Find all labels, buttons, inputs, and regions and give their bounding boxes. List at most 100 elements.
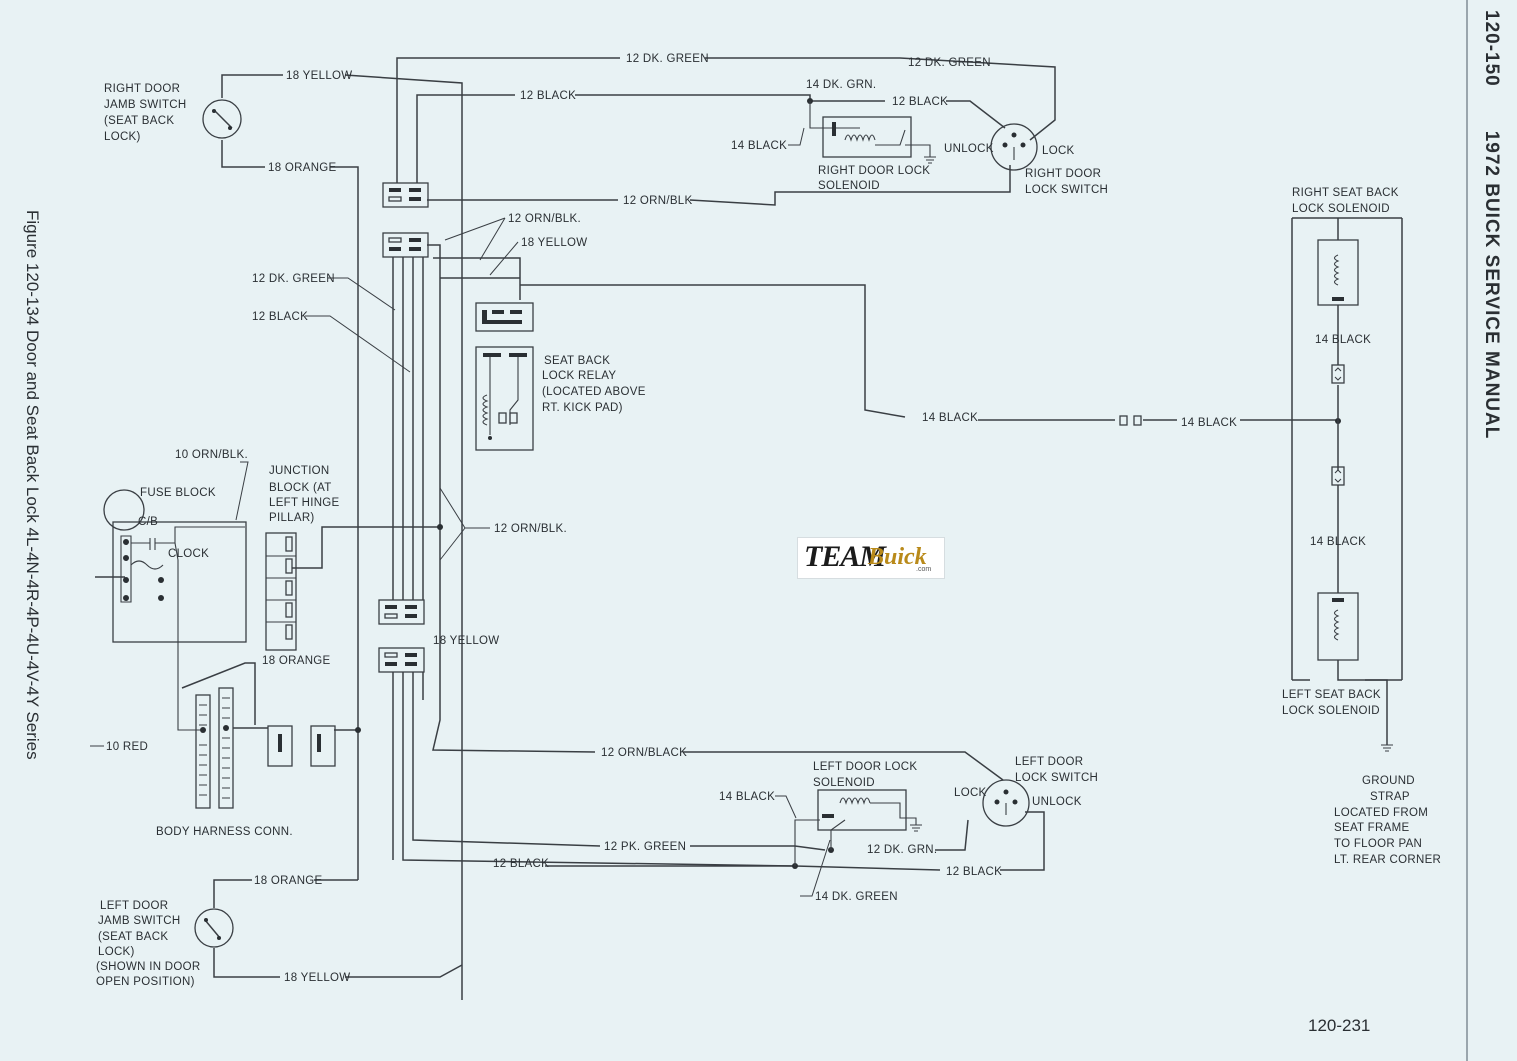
svg-text:12 DK. GRN.: 12 DK. GRN.: [867, 844, 937, 856]
body-harness-conn: BODY HARNESS CONN. 18 ORANGE 10 RED: [90, 655, 361, 838]
wire-bottom-labels: 12 ORN/BLACK 12 PK. GREEN 12 BLACK 12 DK…: [493, 747, 1045, 878]
seat-back-lock-relay: SEAT BACK LOCK RELAY (LOCATED ABOVE RT. …: [475, 346, 646, 451]
svg-text:LOCATED FROM: LOCATED FROM: [1334, 807, 1428, 819]
svg-text:12 ORN/BLK.: 12 ORN/BLK.: [508, 213, 581, 225]
svg-text:12 DK. GREEN: 12 DK. GREEN: [908, 57, 991, 69]
svg-text:LEFT SEAT BACK: LEFT SEAT BACK: [1282, 689, 1381, 701]
svg-text:14 BLACK: 14 BLACK: [1310, 536, 1366, 548]
svg-text:LOCK): LOCK): [98, 946, 135, 958]
svg-text:12 ORN/BLK: 12 ORN/BLK: [623, 195, 693, 207]
svg-text:(SEAT BACK: (SEAT BACK: [98, 931, 168, 943]
svg-text:CLOCK: CLOCK: [168, 548, 209, 560]
svg-text:12 DK. GREEN: 12 DK. GREEN: [626, 53, 709, 65]
label-orn-blk-mid: 12 ORN/BLK.: [439, 487, 567, 561]
label-yellow-upper: 18 YELLOW: [489, 237, 587, 276]
svg-text:10 ORN/BLK.: 10 ORN/BLK.: [175, 449, 248, 461]
svg-text:RT. KICK PAD): RT. KICK PAD): [542, 402, 623, 414]
logo-suffix: .com: [916, 566, 932, 573]
svg-text:10 RED: 10 RED: [106, 741, 148, 753]
connector-top-2: [382, 232, 429, 258]
svg-text:LOCK): LOCK): [104, 131, 141, 143]
connector-top-1: [382, 182, 429, 208]
connector-bottom: [378, 647, 425, 673]
wire-top-dk-green: 12 DK. GREEN 12 DK. GREEN: [396, 53, 1056, 183]
svg-text:RIGHT DOOR: RIGHT DOOR: [1025, 168, 1101, 180]
svg-text:JUNCTION: JUNCTION: [269, 465, 330, 477]
svg-text:SOLENOID: SOLENOID: [813, 777, 875, 789]
seat-back-connector-2: 14 BLACK: [1310, 466, 1366, 548]
svg-text:14 BLACK: 14 BLACK: [1315, 334, 1371, 346]
label-yellow-lower: 18 YELLOW: [433, 635, 499, 647]
svg-text:LOCK RELAY: LOCK RELAY: [542, 370, 616, 382]
right-door-lock-switch: UNLOCK LOCK RIGHT DOOR LOCK SWITCH: [944, 123, 1108, 196]
svg-text:RIGHT DOOR: RIGHT DOOR: [104, 83, 180, 95]
svg-text:C/B: C/B: [138, 516, 158, 528]
svg-text:18 ORANGE: 18 ORANGE: [262, 655, 331, 667]
svg-text:(LOCATED ABOVE: (LOCATED ABOVE: [542, 386, 646, 398]
svg-text:14 BLACK: 14 BLACK: [1181, 417, 1237, 429]
svg-text:12 BLACK: 12 BLACK: [892, 96, 948, 108]
svg-text:18 YELLOW: 18 YELLOW: [286, 70, 352, 82]
connector-mid: [378, 599, 425, 625]
svg-text:RIGHT DOOR LOCK: RIGHT DOOR LOCK: [818, 165, 930, 177]
wire-top-black: 12 BLACK 12 BLACK: [416, 90, 1006, 183]
svg-text:SEAT FRAME: SEAT FRAME: [1334, 822, 1409, 834]
svg-text:LEFT DOOR LOCK: LEFT DOOR LOCK: [813, 761, 917, 773]
svg-text:(SHOWN IN DOOR: (SHOWN IN DOOR: [96, 961, 201, 973]
right-seat-back-lock-solenoid: RIGHT SEAT BACK LOCK SOLENOID: [1292, 187, 1399, 306]
svg-text:12 BLACK: 12 BLACK: [493, 858, 549, 870]
svg-text:TO FLOOR PAN: TO FLOOR PAN: [1334, 838, 1422, 850]
wire-right-jamb-orange: 18 ORANGE: [221, 140, 359, 880]
svg-text:14 BLACK: 14 BLACK: [922, 412, 978, 424]
svg-text:LOCK: LOCK: [954, 787, 987, 799]
right-door-jamb-switch: RIGHT DOOR JAMB SWITCH (SEAT BACK LOCK): [104, 83, 242, 143]
svg-text:STRAP: STRAP: [1370, 791, 1410, 803]
svg-text:18 ORANGE: 18 ORANGE: [268, 162, 337, 174]
svg-text:PILLAR): PILLAR): [269, 512, 315, 524]
svg-text:LEFT HINGE: LEFT HINGE: [269, 497, 340, 509]
wire-right-orn-blk: 12 ORN/BLK: [427, 165, 1011, 207]
label-orn-blk-upper: 12 ORN/BLK.: [444, 213, 581, 261]
svg-text:12 BLACK: 12 BLACK: [520, 90, 576, 102]
svg-text:FUSE BLOCK: FUSE BLOCK: [140, 487, 216, 499]
svg-text:BLOCK (AT: BLOCK (AT: [269, 482, 332, 494]
svg-text:RIGHT SEAT BACK: RIGHT SEAT BACK: [1292, 187, 1399, 199]
section-number: 120-150: [1481, 10, 1502, 87]
label-dk-green-harness: 12 DK. GREEN: [252, 273, 396, 311]
svg-text:LOCK SWITCH: LOCK SWITCH: [1015, 772, 1098, 784]
harness-vertical-wires: [392, 244, 1004, 867]
svg-text:JAMB SWITCH: JAMB SWITCH: [98, 915, 181, 927]
svg-text:LOCK: LOCK: [1042, 145, 1075, 157]
svg-text:LEFT DOOR: LEFT DOOR: [1015, 756, 1083, 768]
manual-title: 1972 BUICK SERVICE MANUAL: [1481, 130, 1502, 440]
fuse-block: FUSE BLOCK C/B CLOCK 10 ORN/BLK.: [95, 449, 249, 731]
manual-header: 120-150 1972 BUICK SERVICE MANUAL: [1480, 10, 1502, 439]
left-door-jamb-switch: 18 ORANGE 18 YELLOW LEFT DOOR JAMB SWITC…: [96, 875, 463, 988]
svg-text:LOCK SOLENOID: LOCK SOLENOID: [1282, 705, 1380, 717]
svg-text:LOCK SOLENOID: LOCK SOLENOID: [1292, 203, 1390, 215]
svg-text:18 YELLOW: 18 YELLOW: [284, 972, 350, 984]
svg-text:(SEAT BACK: (SEAT BACK: [104, 115, 174, 127]
svg-text:14 BLACK: 14 BLACK: [731, 140, 787, 152]
svg-text:LEFT DOOR: LEFT DOOR: [100, 900, 168, 912]
right-door-lock-solenoid: 14 BLACK 14 DK. GRN. RIGHT DOOR LOCK SOL…: [731, 79, 936, 192]
logo-team: TEAM: [804, 540, 886, 573]
svg-text:UNLOCK: UNLOCK: [944, 143, 994, 155]
svg-text:14 DK. GRN.: 14 DK. GRN.: [806, 79, 876, 91]
label-black-harness: 12 BLACK: [252, 311, 411, 373]
seat-back-relay-connector: [475, 284, 906, 418]
svg-text:LOCK SWITCH: LOCK SWITCH: [1025, 184, 1108, 196]
teambuick-logo: TEAM Buick .com: [797, 537, 945, 579]
wire-right-jamb-yellow: 18 YELLOW: [221, 70, 463, 1000]
seat-back-connector-1: 14 BLACK: [1315, 334, 1371, 384]
svg-text:GROUND: GROUND: [1362, 775, 1415, 787]
svg-text:14 DK. GREEN: 14 DK. GREEN: [815, 891, 898, 903]
svg-text:12 BLACK: 12 BLACK: [252, 311, 308, 323]
seat-back-solenoid-frame: [1291, 217, 1403, 752]
svg-text:12 ORN/BLK.: 12 ORN/BLK.: [494, 523, 567, 535]
junction-block: JUNCTION BLOCK (AT LEFT HINGE PILLAR): [265, 465, 443, 651]
wire-seat-back-feed: 14 BLACK 14 BLACK: [922, 412, 1341, 429]
left-door-lock-switch: LOCK UNLOCK LEFT DOOR LOCK SWITCH: [954, 756, 1098, 827]
svg-text:JAMB SWITCH: JAMB SWITCH: [104, 99, 187, 111]
